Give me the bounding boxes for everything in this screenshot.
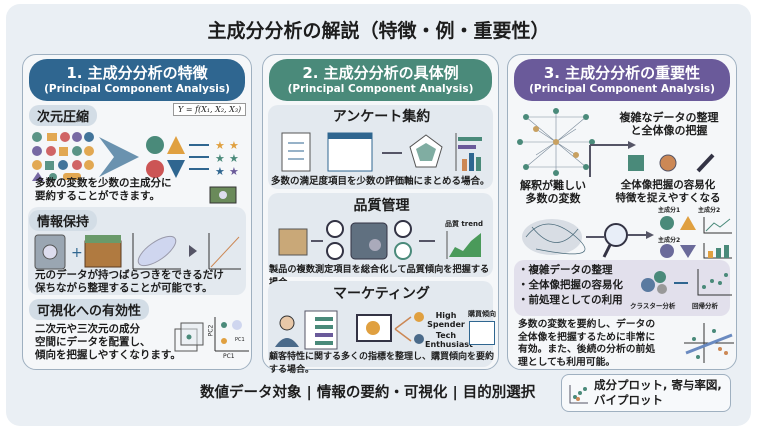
panel-title: 3. 主成分分析の重要性	[543, 64, 701, 82]
left-label: 解釈が難しい多数の変数	[518, 179, 588, 205]
info-retention-icons: +	[34, 233, 241, 270]
text-line: 有効。また、後続の分析の前処	[518, 344, 656, 355]
tangled-data-icon	[522, 219, 654, 258]
page-title: 主成分分析の解説（特徴・例・重要性）	[207, 20, 550, 42]
plot-types-box: 成分プロット, 寄与率図, バイプロット	[561, 374, 731, 412]
heading: 複雑なデータの整理と全体像の把握	[604, 111, 734, 137]
text-line: 保ちながら整理することが可能です。	[35, 282, 213, 294]
text-line: 成分プロット, 寄与率図,	[594, 378, 722, 392]
formula-bubble: Y = f(X₁, X₂, X₃)	[173, 103, 247, 116]
svg-text:★: ★	[215, 165, 225, 178]
text-line: 元のデータが持つばらつきをできるだけ	[35, 269, 224, 281]
panel-examples: 2. 主成分分析の具体例 (Principal Component Analys…	[262, 54, 499, 375]
text-line: 要約することができます。	[35, 190, 160, 202]
text-line: と全体像の把握	[630, 124, 708, 137]
plot-types-text: 成分プロット, 寄与率図, バイプロット	[594, 378, 722, 408]
panel-subtitle: (Principal Component Analysis)	[44, 83, 230, 95]
marketing-icons	[275, 310, 424, 350]
segment-label: High Spender	[427, 311, 465, 329]
bullet-item: ・前処理としての利用	[518, 294, 623, 306]
quality-icons	[278, 220, 481, 260]
footer-keywords: 数値データ対象 | 情報の要約・可視化 | 目的別選択	[200, 385, 536, 401]
section-text: 二次元や三次元の成分空間にデータを配置し、傾向を把握しやすくなります。	[35, 323, 181, 362]
text-line: 解釈が難しい	[520, 179, 586, 192]
axis-label: PC2	[207, 324, 215, 337]
text-line: 理としても利用可能。	[518, 356, 616, 368]
scatter-icon	[569, 385, 588, 404]
pc-scatter-icon	[214, 317, 249, 352]
svg-text:★: ★	[215, 139, 225, 152]
section-text: 元のデータが持つばらつきをできるだけ保ちながら整理することが可能です。	[35, 269, 224, 295]
network-icon	[517, 108, 595, 176]
summary-text: 多数の変数を要約し、データの 全体像を把握するために非常に 有効。また、後続の分…	[518, 319, 655, 369]
chart-label: 品質 trend	[445, 220, 483, 228]
svg-text:★: ★	[229, 139, 239, 152]
text-line: 全体像把握の容易化	[620, 179, 716, 191]
pc-label: 主成分2	[658, 237, 681, 244]
panel-title: 1. 主成分分析の特徴	[66, 64, 208, 82]
panel-header: 3. 主成分分析の重要性 (Principal Component Analys…	[514, 59, 730, 101]
pc-label: 主成分1	[658, 207, 681, 214]
text-line: 多数の変数を要約し、データの	[518, 319, 656, 330]
flow-arrows	[589, 141, 715, 177]
text-line: 傾向を把握しやすくなります。	[35, 349, 181, 361]
panel-features: 1. 主成分分析の特徴 (Principal Component Analysi…	[22, 54, 252, 370]
bullet-list: ・複雑データの整理 ・全体像把握の容易化 ・前処理としての利用	[518, 263, 623, 308]
text-line: バイプロット	[594, 393, 663, 407]
axis-label: PC1	[223, 353, 235, 360]
bullet-item: ・全体像把握の容易化	[518, 279, 623, 291]
panel-subtitle: (Principal Component Analysis)	[287, 83, 474, 95]
section-text: 多数の満足度項目を少数の評価軸にまとめる場合。	[271, 176, 490, 187]
section-text: 多数の変数を少数の主成分に要約することができます。	[35, 177, 172, 203]
section-tag: アンケート集約	[332, 109, 431, 125]
text-line: 多数の変数を少数の主成分に	[35, 177, 172, 189]
text-line: 複雑なデータの整理	[619, 111, 719, 124]
mid-label: 全体像把握の容易化特徴を捉えやすくなる	[600, 179, 736, 205]
section-tag: 可視化への有効性	[29, 299, 150, 320]
segment-label: Tech Enthusiast	[425, 331, 473, 349]
pc-label: 主成分2	[698, 207, 721, 214]
section-tag: マーケティング	[333, 286, 430, 302]
bullet-item: ・複雑データの整理	[518, 264, 613, 276]
panel-header: 2. 主成分分析の具体例 (Principal Component Analys…	[269, 59, 492, 101]
text-line: 多数の変数	[525, 192, 581, 205]
svg-text:★: ★	[229, 165, 239, 178]
cube-icon	[174, 322, 204, 352]
text-line: 空間にデータを配置し、	[35, 336, 151, 348]
dimension-reduction-icon: ★★★★★★	[32, 132, 239, 181]
text-line: 特徴を捉えやすくなる	[615, 192, 721, 204]
section-tag: 品質管理	[353, 198, 410, 214]
text-line: 全体像を把握するために非常に	[518, 331, 656, 343]
panel-title: 2. 主成分分析の具体例	[302, 64, 459, 82]
principal-components-icon-top	[660, 216, 732, 234]
svg-text:★: ★	[215, 152, 225, 165]
principal-components-icon-bottom	[660, 243, 732, 259]
regression-plot-icon	[684, 323, 734, 363]
svg-text:+: +	[71, 245, 83, 261]
text-line: 二次元や三次元の成分	[35, 323, 140, 335]
cluster-label: PC1	[235, 337, 245, 343]
bullet-box	[514, 260, 730, 316]
gears-to-scatter-icon	[641, 269, 732, 296]
cluster-analysis-label: クラスター分析	[630, 302, 676, 310]
panel-subtitle: (Principal Component Analysis)	[529, 83, 715, 95]
panel-importance: 3. 主成分分析の重要性 (Principal Component Analys…	[507, 54, 737, 370]
money-icon	[209, 186, 237, 204]
svg-text:★: ★	[229, 152, 239, 165]
section-tag: 情報保持	[29, 210, 98, 231]
table-label: 購買傾向	[468, 310, 496, 318]
section-tag: 次元圧縮	[29, 105, 98, 126]
section-text: 顧客特性に関する多くの指標を整理し、購買傾向を要約する場合。	[269, 352, 495, 375]
table-icon	[469, 321, 495, 345]
regression-analysis-label: 回帰分析	[692, 302, 718, 310]
survey-icons	[281, 132, 482, 172]
panel-header: 1. 主成分分析の特徴 (Principal Component Analysi…	[29, 59, 245, 101]
